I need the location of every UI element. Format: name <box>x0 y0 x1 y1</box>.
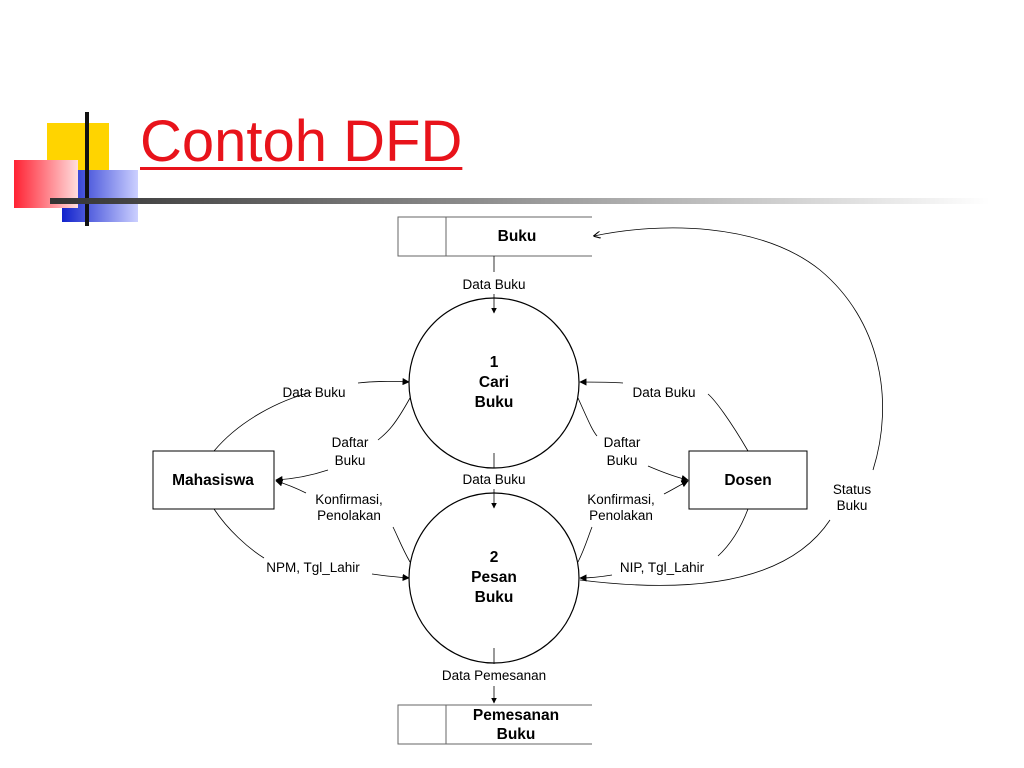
flow-label-p1-to-mhs-1: Daftar <box>332 435 369 450</box>
flow-process-1-to-dosen: Daftar Buku <box>577 397 689 483</box>
flow-process-2-to-pemesanan: Data Pemesanan <box>442 648 546 704</box>
flow-label-dosen-to-p1: Data Buku <box>632 385 695 400</box>
flow-label-p1-to-mhs-2: Buku <box>335 453 366 468</box>
entity-mahasiswa: Mahasiswa <box>152 450 275 510</box>
flow-process-2-to-buku-store: Status Buku <box>579 227 883 586</box>
deco-vertical-line <box>85 112 89 226</box>
store-pemesanan-label-1: Pemesanan <box>473 707 559 724</box>
flow-mahasiswa-to-process-1: Data Buku <box>213 378 410 452</box>
page-title: Contoh DFD <box>140 109 463 174</box>
process-1-cari-buku: 1 Cari Buku <box>408 297 580 469</box>
flow-process-1-to-mahasiswa: Daftar Buku <box>275 397 411 484</box>
process-1-number: 1 <box>490 354 499 371</box>
flow-label-status-2: Buku <box>837 498 868 513</box>
flow-process-1-to-process-2: Data Buku <box>462 453 526 509</box>
data-store-buku: Buku <box>397 216 592 257</box>
flow-label-p2-to-dosen-2: Penolakan <box>589 508 653 523</box>
flow-process-2-to-dosen: Konfirmasi, Penolakan <box>577 480 689 563</box>
flow-label-mhs-to-p1: Data Buku <box>282 385 345 400</box>
flow-buku-to-process-1: Data Buku <box>462 256 526 314</box>
flow-label-dosen-to-p2: NIP, Tgl_Lahir <box>620 560 705 575</box>
flow-label-p2-to-pemesanan: Data Pemesanan <box>442 668 546 683</box>
entity-mahasiswa-label: Mahasiswa <box>172 472 254 489</box>
flow-label-buku-to-p1: Data Buku <box>462 277 525 292</box>
process-1-line2: Buku <box>475 394 514 411</box>
flow-dosen-to-process-2: NIP, Tgl_Lahir <box>579 508 749 582</box>
flow-label-p1-to-p2: Data Buku <box>462 472 525 487</box>
flow-label-p1-to-dosen-2: Buku <box>607 453 638 468</box>
process-2-number: 2 <box>490 549 499 566</box>
flow-label-p1-to-dosen-1: Daftar <box>604 435 641 450</box>
entity-dosen-label: Dosen <box>724 472 771 489</box>
slide-decoration <box>14 112 990 226</box>
entity-dosen: Dosen <box>688 450 808 510</box>
flow-label-p2-to-dosen-1: Konfirmasi, <box>587 492 655 507</box>
store-buku-label: Buku <box>498 228 537 245</box>
store-pemesanan-label-2: Buku <box>497 726 536 743</box>
flow-label-mhs-to-p2: NPM, Tgl_Lahir <box>266 560 360 575</box>
flow-mahasiswa-to-process-2: NPM, Tgl_Lahir <box>213 508 410 582</box>
flow-dosen-to-process-1: Data Buku <box>579 378 749 452</box>
title-underline-bar <box>50 198 990 204</box>
flow-process-2-to-mahasiswa: Konfirmasi, Penolakan <box>275 479 411 563</box>
flow-label-p2-to-mhs-1: Konfirmasi, <box>315 492 383 507</box>
process-2-pesan-buku: 2 Pesan Buku <box>408 492 580 664</box>
data-store-pemesanan: Pemesanan Buku <box>397 704 592 745</box>
process-2-line2: Buku <box>475 589 514 606</box>
flow-label-p2-to-mhs-2: Penolakan <box>317 508 381 523</box>
process-2-line1: Pesan <box>471 569 517 586</box>
flow-label-status-1: Status <box>833 482 872 497</box>
process-1-line1: Cari <box>479 374 509 391</box>
